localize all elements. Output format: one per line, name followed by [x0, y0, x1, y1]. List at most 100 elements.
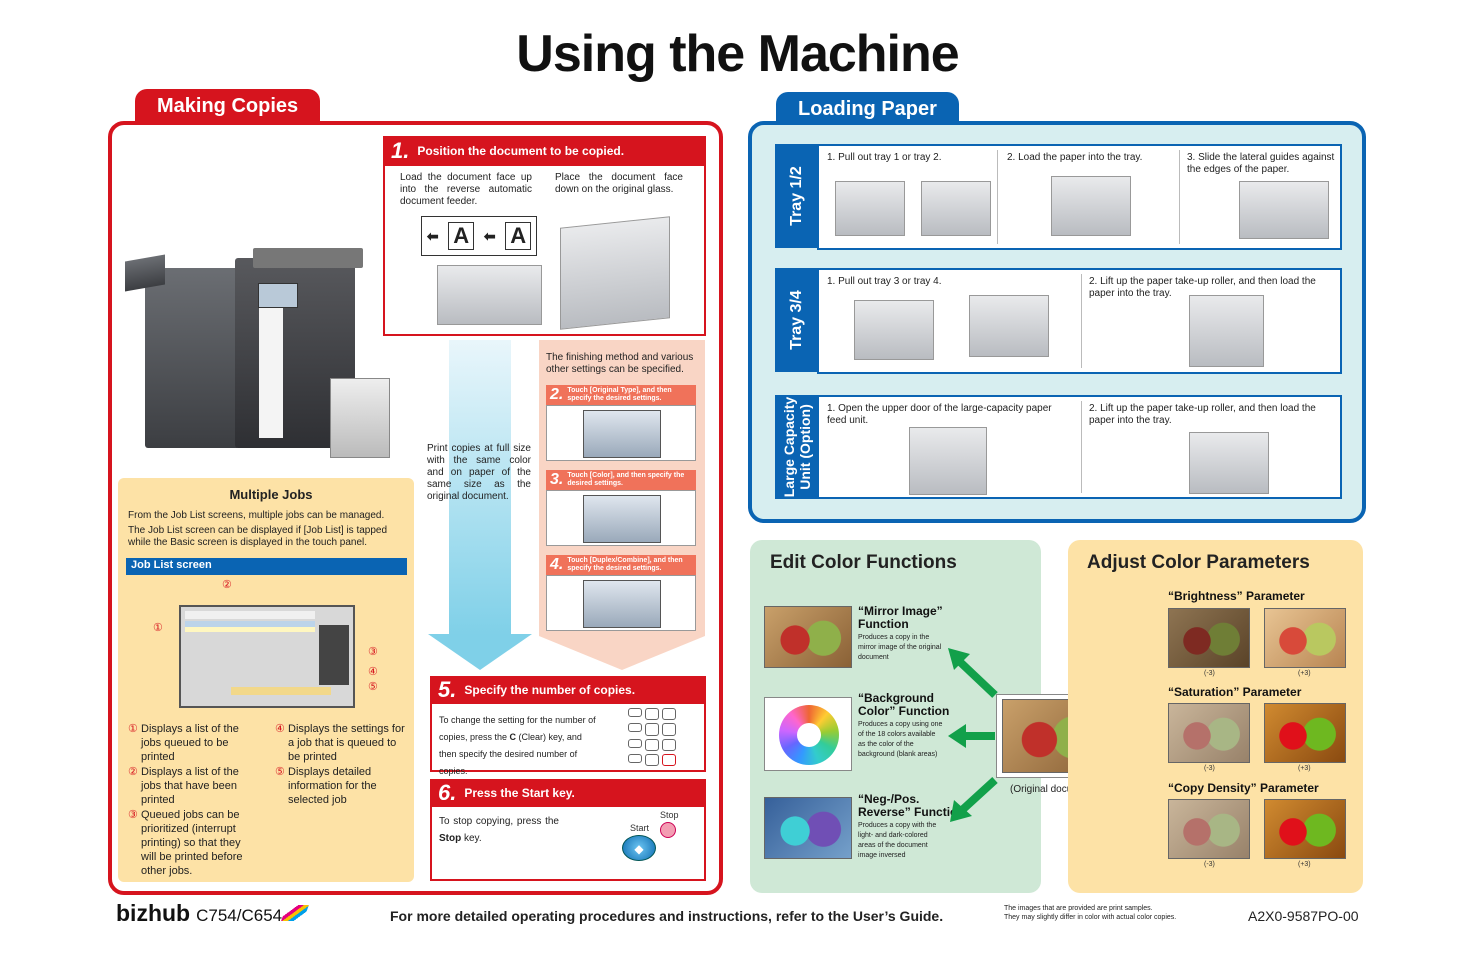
lcu-load-image [1189, 432, 1269, 494]
tray12-panel: 1. Pull out tray 1 or tray 2. 2. Load th… [817, 144, 1342, 250]
saturation-minus-label: (-3) [1204, 765, 1215, 772]
lcu-label-line1: Large Capacity [781, 396, 797, 498]
step3-screen-image [546, 490, 696, 546]
loading-paper-tab: Loading Paper [776, 92, 959, 126]
step6-text-part: key. [461, 833, 482, 844]
step1-glass-text: Place the document face down on the orig… [555, 172, 683, 195]
mirror-image-desc: Produces a copy in the mirror image of t… [858, 634, 942, 661]
item-text: Displays the settings for a job that is … [288, 723, 405, 763]
tray12-label-text: Tray 1/2 [788, 166, 806, 226]
tray12-label: Tray 1/2 [775, 144, 819, 248]
lcu-step2: 2. Lift up the paper take-up roller, and… [1089, 403, 1316, 426]
brightness-minus-label: (-3) [1204, 670, 1215, 677]
footer-note-line2: They may slightly differ in color with a… [1004, 914, 1177, 921]
tray-pull-image [921, 181, 991, 236]
item-text: Displays detailed information for the se… [288, 766, 377, 806]
tray34-step2: 2. Lift up the paper take-up roller, and… [1089, 276, 1316, 299]
adf-direction-figure: ⬅ A ⬅ A [421, 216, 537, 256]
tray34-step1: 1. Pull out tray 3 or tray 4. [827, 276, 942, 287]
multiple-jobs-intro1: From the Job List screens, multiple jobs… [128, 510, 385, 521]
tray34-label-text: Tray 3/4 [788, 290, 806, 350]
stop-key-name: Stop [439, 833, 462, 844]
step6-header: 6. Press the Start key. [430, 779, 706, 807]
neg-pos-desc: Produces a copy with the light- and dark… [858, 822, 937, 859]
roller-lift-image [1189, 295, 1264, 367]
flow-arrow [449, 340, 511, 635]
brightness-plus-label: (+3) [1298, 670, 1311, 677]
finishing-arrow-head [539, 636, 705, 670]
arrow-left-icon: ⬅ [483, 227, 496, 244]
tray-pull-image [969, 295, 1049, 357]
step4-screen-image [546, 575, 696, 631]
item-text: Displays a list of the jobs queued to be… [141, 723, 239, 763]
copy-density-minus-label: (-3) [1204, 861, 1215, 868]
copy-density-plus-label: (+3) [1298, 861, 1311, 868]
start-key-label: Start [630, 823, 650, 833]
keypad-image [628, 708, 676, 766]
footer-note: The images that are provided are print s… [1004, 904, 1176, 922]
step5-text-part: To change the setting for the number of … [439, 715, 596, 742]
step1-header: 1. Position the document to be copied. [383, 136, 706, 166]
brightness-title: “Brightness” Parameter [1168, 589, 1305, 603]
step2-screen-image [546, 405, 696, 461]
making-copies-tab: Making Copies [135, 89, 321, 123]
color-wheel-image [764, 697, 852, 771]
callout-1: ① [153, 622, 163, 634]
step4-header: 4. Touch [Duplex/Combine], and then spec… [546, 555, 696, 575]
step5-header: 5. Specify the number of copies. [430, 676, 706, 704]
letter-a-box: A [505, 222, 532, 250]
tray12-step2: 2. Load the paper into the tray. [1007, 152, 1143, 163]
background-color-title: “Background Color” Function [858, 691, 950, 718]
step1-number: 1. [391, 138, 410, 163]
mirror-image-sample [764, 606, 852, 668]
step4-number: 4. [550, 556, 564, 573]
callout-5: ⑤ [368, 681, 378, 693]
step3-number: 3. [550, 471, 564, 488]
clear-key-name: C [509, 732, 517, 742]
original-glass-image [560, 216, 670, 330]
lcu-label-line2: Unit (Option) [797, 404, 813, 490]
arrow-left-icon: ⬅ [426, 227, 439, 244]
item-number: ④ [275, 723, 285, 735]
saturation-plus-sample [1264, 703, 1346, 763]
copy-density-plus-sample [1264, 799, 1346, 859]
brand-name: bizhub [116, 900, 191, 926]
flow-arrow-head [428, 634, 532, 670]
start-button-icon: ◆ [622, 835, 656, 861]
mirror-image-title: “Mirror Image” Function [858, 604, 943, 631]
callout-3: ③ [368, 646, 378, 658]
lcu-door-image [909, 427, 987, 495]
saturation-title: “Saturation” Parameter [1168, 685, 1302, 699]
callout-2: ② [222, 579, 232, 591]
tray12-step3: 3. Slide the lateral guides against the … [1187, 152, 1335, 175]
step6-text: To stop copying, press the Stop key. [439, 813, 559, 847]
step2-number: 2. [550, 386, 564, 403]
multiple-jobs-intro2: The Job List screen can be displayed if … [128, 525, 388, 548]
letter-a-box: A [448, 222, 475, 250]
lcu-panel: 1. Open the upper door of the large-capa… [817, 395, 1342, 499]
step3-title: Touch [Color], and then specify the desi… [567, 472, 685, 487]
step2-title: Touch [Original Type], and then specify … [567, 387, 672, 402]
edit-color-arrows [948, 648, 998, 822]
saturation-minus-sample [1168, 703, 1250, 763]
step4-title: Touch [Duplex/Combine], and then specify… [567, 557, 683, 572]
step5-text: To change the setting for the number of … [439, 712, 599, 780]
step5-number: 5. [438, 677, 457, 702]
footer-note-line1: The images that are provided are print s… [1004, 905, 1153, 912]
item-number: ③ [128, 809, 138, 821]
tray34-panel: 1. Pull out tray 3 or tray 4. 2. Lift up… [817, 268, 1342, 374]
step1-title: Position the document to be copied. [417, 144, 625, 158]
item-number: ⑤ [275, 766, 285, 778]
tray-pull-image [854, 300, 934, 360]
lateral-guides-image [1239, 181, 1329, 239]
mfp-machine-image [125, 238, 395, 463]
page-title: Using the Machine [516, 25, 959, 83]
adf-loading-image [437, 265, 542, 325]
item-number: ② [128, 766, 138, 778]
brand-logo: bizhub C754/C654 [116, 900, 310, 927]
